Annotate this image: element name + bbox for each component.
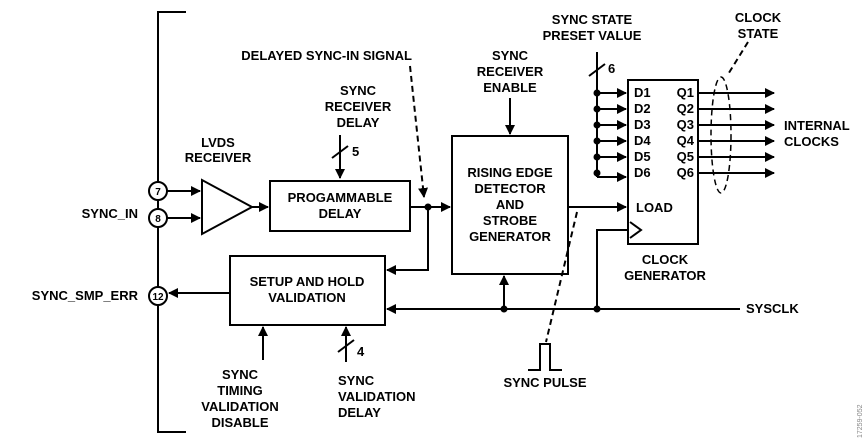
sync-rx-enable-label-1: SYNC xyxy=(492,48,529,63)
reg-d6: D6 xyxy=(634,165,651,180)
rising-edge-label-4: STROBE xyxy=(483,213,538,228)
reg-d2: D2 xyxy=(634,101,651,116)
timing-disable-label-1: SYNC xyxy=(222,367,259,382)
bus-width-6: 6 xyxy=(608,61,615,76)
reg-d4: D4 xyxy=(634,133,651,148)
clock-state-pointer xyxy=(726,41,749,77)
sync-pulse-waveform xyxy=(528,343,562,371)
clock-state-label-1: CLOCK xyxy=(735,10,782,25)
validation-delay-label-2: VALIDATION xyxy=(338,389,416,404)
clock-gen-label-1: CLOCK xyxy=(642,252,689,267)
sync-pulse-label: SYNC PULSE xyxy=(503,375,586,390)
rising-edge-label-3: AND xyxy=(496,197,524,212)
rising-edge-detector-block xyxy=(451,135,569,275)
setup-hold-block xyxy=(229,255,386,326)
reg-q2: Q2 xyxy=(677,101,694,116)
clock-input-triangle xyxy=(629,221,643,239)
internal-clocks-label-1: INTERNAL xyxy=(784,118,850,133)
rising-edge-label-2: DETECTOR xyxy=(474,181,546,196)
sysclk-to-clock-gen xyxy=(596,229,630,309)
clock-gen-label-2: GENERATOR xyxy=(624,268,706,283)
reg-q1: Q1 xyxy=(677,85,694,100)
timing-disable-label-3: VALIDATION xyxy=(201,399,279,414)
validation-delay-label-1: SYNC xyxy=(338,373,375,388)
bus-width-5: 5 xyxy=(352,144,359,159)
reg-d1: D1 xyxy=(634,85,651,100)
setup-hold-label-1: SETUP AND HOLD xyxy=(250,274,365,289)
pin-12-number: 12 xyxy=(152,292,164,303)
bus-slash-6 xyxy=(588,63,606,77)
reg-q6: Q6 xyxy=(677,165,694,180)
sync-rx-enable-label-2: RECEIVER xyxy=(477,64,544,79)
programmable-delay-label-2: DELAY xyxy=(319,206,362,221)
sync-smp-err-label: SYNC_SMP_ERR xyxy=(32,288,139,303)
sync-rx-delay-label-2: RECEIVER xyxy=(325,99,392,114)
junction-d6 xyxy=(593,169,601,177)
setup-hold-label-2: VALIDATION xyxy=(268,290,346,305)
wire-to-setup-hold xyxy=(386,207,429,275)
programmable-delay-label-1: PROGAMMABLE xyxy=(288,190,393,205)
bus-slash-4 xyxy=(337,339,355,353)
clock-generator-register xyxy=(627,79,699,245)
internal-clocks-label-2: CLOCKS xyxy=(784,134,839,149)
pin-8-number: 8 xyxy=(155,214,161,225)
rising-edge-label-1: RISING EDGE xyxy=(467,165,553,180)
reg-load: LOAD xyxy=(636,200,673,215)
timing-disable-label-4: DISABLE xyxy=(211,415,268,430)
delayed-sync-pointer xyxy=(409,65,429,198)
sync-rx-delay-label-3: DELAY xyxy=(337,115,380,130)
preset-label-2: PRESET VALUE xyxy=(543,28,642,43)
sync-rx-delay-label-1: SYNC xyxy=(340,83,377,98)
lvds-receiver xyxy=(201,178,255,236)
sync-in-label: SYNC_IN xyxy=(82,206,138,221)
delayed-sync-label: DELAYED SYNC-IN SIGNAL xyxy=(241,48,412,63)
bus-width-4: 4 xyxy=(357,344,365,359)
lvds-label-2: RECEIVER xyxy=(185,150,252,165)
reg-d3: D3 xyxy=(634,117,651,132)
preset-label-1: SYNC STATE xyxy=(552,12,633,27)
reg-q5: Q5 xyxy=(677,149,694,164)
reg-q4: Q4 xyxy=(677,133,695,148)
figure-id: 17259-052 xyxy=(857,404,864,438)
timing-disable-label-2: TIMING xyxy=(217,383,263,398)
validation-delay-label-3: DELAY xyxy=(338,405,381,420)
sysclk-label: SYSCLK xyxy=(746,301,799,316)
clock-state-ellipse xyxy=(710,76,732,194)
lvds-label-1: LVDS xyxy=(201,135,235,150)
reg-d5: D5 xyxy=(634,149,651,164)
sync-rx-enable-label-3: ENABLE xyxy=(483,80,537,95)
rising-edge-label-5: GENERATOR xyxy=(469,229,551,244)
bus-slash-5 xyxy=(331,145,349,159)
pin-7-number: 7 xyxy=(155,187,161,198)
sync-pulse-pointer xyxy=(545,211,578,343)
clock-state-label-2: STATE xyxy=(738,26,779,41)
reg-q3: Q3 xyxy=(677,117,694,132)
pin-12 xyxy=(148,286,168,306)
